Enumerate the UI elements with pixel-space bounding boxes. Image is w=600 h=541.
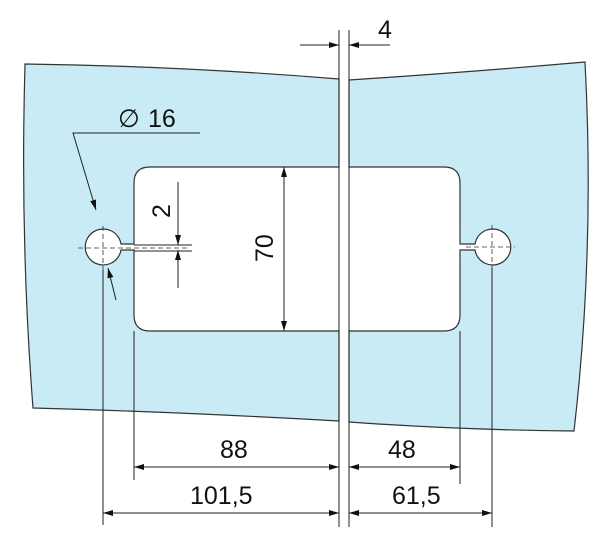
diameter-label: 16 [148,105,176,133]
slot-width-label: 2 [148,204,176,218]
left-inner-label: 88 [220,436,248,464]
diameter-dimension: ∅ 16 [72,105,200,301]
gap-dimension: 4 [300,16,392,48]
left-glass-panel [23,63,340,422]
right-inner-label: 48 [388,436,416,464]
gap-label: 4 [378,16,392,44]
right-inner-dimension: 48 [349,436,460,470]
left-inner-dimension: 88 [134,436,339,470]
left-outer-dimension: 101,5 [103,482,339,516]
right-outer-dimension: 61,5 [349,482,492,516]
right-glass-panel [348,61,589,432]
slot-width-dimension: 2 [134,182,192,288]
extension-lines [102,30,493,527]
diameter-symbol: ∅ [118,105,140,133]
left-outer-label: 101,5 [190,482,253,510]
right-outer-label: 61,5 [392,482,441,510]
cutout-height-label: 70 [251,234,279,262]
hole-centerlines [78,225,515,272]
cutout-height-dimension: 70 [251,167,287,331]
